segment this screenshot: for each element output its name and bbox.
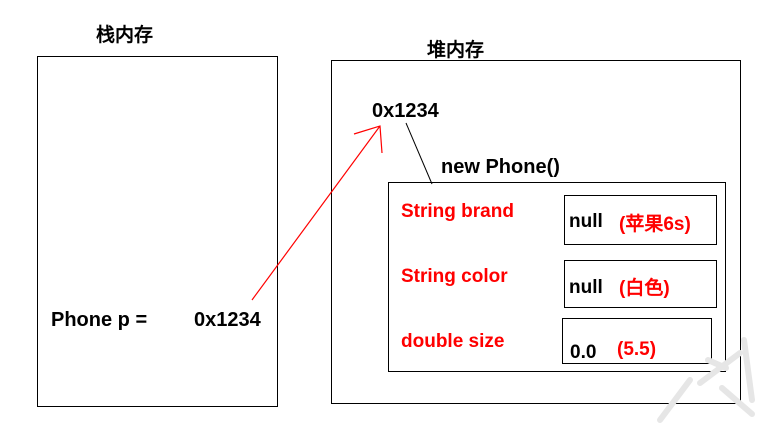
phone-object-box [388,182,726,372]
watermark-graphic [657,337,755,423]
heap-memory-box [331,60,741,404]
field-assigned-size: (5.5) [617,339,657,360]
field-label-brand: String brand [401,201,514,222]
field-default-brand: null [569,211,603,232]
field-assigned-color: (白色) [619,278,670,299]
field-assigned-brand: (苹果6s) [619,214,691,235]
reference-arrow-head [353,125,383,154]
heap-object-constructor: new Phone() [441,156,560,178]
field-value-box-size [562,318,712,364]
field-default-color: null [569,277,603,298]
field-value-box-brand [564,195,717,245]
reference-arrow-line [251,125,381,301]
heap-memory-title: 堆内存 [427,39,485,61]
field-default-size: 0.0 [570,342,597,363]
stack-variable-value: 0x1234 [194,309,261,331]
stack-memory-box [37,56,278,407]
stack-variable-label: Phone p = [51,309,148,331]
field-label-size: double size [401,331,505,352]
field-label-color: String color [401,266,508,287]
address-to-object-line [405,122,433,185]
heap-object-address: 0x1234 [372,100,439,122]
stack-memory-title: 栈内存 [96,24,154,46]
field-value-box-color [564,260,717,308]
